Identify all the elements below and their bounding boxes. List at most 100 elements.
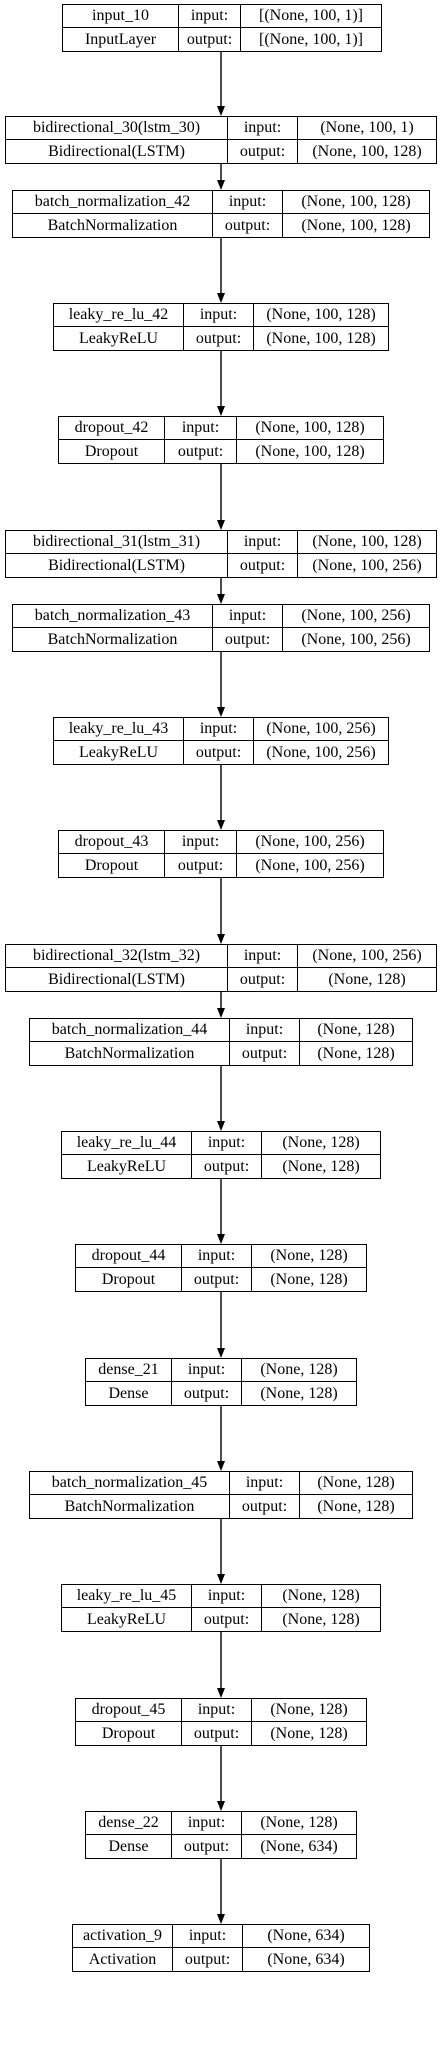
edge-arrowhead [217, 1574, 225, 1584]
output-label: output: [182, 1268, 252, 1291]
output-label: output: [172, 1835, 242, 1858]
output-label: output: [184, 741, 254, 764]
layer-name: input_10 [63, 5, 179, 28]
input-shape: (None, 128) [262, 1132, 380, 1155]
output-shape: (None, 128) [282, 1610, 360, 1628]
input-shape: (None, 100, 128) [254, 304, 388, 327]
layer-class: LeakyReLU [54, 327, 184, 350]
layer-class: LeakyReLU [62, 1608, 192, 1631]
output-shape: (None, 100, 256) [266, 743, 376, 761]
output-shape: (None, 100, 128) [301, 216, 411, 234]
input-label: input: [165, 831, 237, 854]
layer-name: leaky_re_lu_42 [54, 304, 184, 327]
output-label: output: [230, 1042, 300, 1065]
input-shape: (None, 128) [300, 1019, 412, 1042]
layer-name: dropout_44 [76, 1245, 182, 1268]
input-label: input: [184, 304, 254, 327]
output-label: output: [182, 1722, 252, 1745]
input-label: input: [192, 1585, 262, 1608]
output-shape: (None, 634) [260, 1837, 338, 1855]
output-shape: (None, 128) [260, 1384, 338, 1402]
input-label: input: [182, 1699, 252, 1722]
input-shape: (None, 100, 256) [237, 831, 383, 854]
output-shape: [(None, 100, 1)] [259, 30, 363, 48]
input-shape: (None, 100, 128) [298, 531, 436, 554]
output-label: output: [192, 1155, 262, 1178]
layer-class: BatchNormalization [30, 1042, 230, 1065]
edge-arrowhead [217, 820, 225, 830]
layer-class: LeakyReLU [62, 1155, 192, 1178]
input-shape: (None, 128) [300, 1472, 412, 1495]
input-label: input: [173, 1925, 243, 1948]
output-shape: (None, 128) [270, 1270, 348, 1288]
output-shape: (None, 100, 256) [312, 556, 422, 574]
layer-node: bidirectional_32(lstm_32)input:(None, 10… [5, 944, 437, 992]
layer-class: Bidirectional(LSTM) [6, 140, 228, 163]
output-label: output: [230, 1495, 300, 1518]
output-label: output: [179, 28, 241, 51]
layer-class: Bidirectional(LSTM) [6, 968, 228, 991]
layer-class: Dense [86, 1835, 172, 1858]
output-shape: (None, 128) [282, 1157, 360, 1175]
input-label: input: [230, 1019, 300, 1042]
layer-name: batch_normalization_43 [13, 605, 213, 628]
layer-name: dense_21 [86, 1359, 172, 1382]
layer-name: leaky_re_lu_45 [62, 1585, 192, 1608]
output-shape: (None, 100, 256) [255, 856, 365, 874]
layer-name: dense_22 [86, 1812, 172, 1835]
layer-class: BatchNormalization [13, 214, 213, 237]
input-shape: (None, 634) [243, 1925, 369, 1948]
layer-class: Activation [73, 1948, 173, 1971]
output-shape: (None, 128) [328, 970, 406, 988]
layer-class: InputLayer [63, 28, 179, 51]
edge-arrowhead [217, 293, 225, 303]
edge-arrowhead [217, 1801, 225, 1811]
input-shape: (None, 100, 1) [298, 117, 436, 140]
output-shape: (None, 100, 256) [301, 630, 411, 648]
input-label: input: [192, 1132, 262, 1155]
layer-name: bidirectional_32(lstm_32) [6, 945, 228, 968]
input-shape: (None, 100, 128) [283, 191, 429, 214]
output-label: output: [173, 1948, 243, 1971]
layer-class: Dropout [59, 440, 165, 463]
layer-node: bidirectional_31(lstm_31)input:(None, 10… [5, 530, 437, 578]
output-label: output: [213, 214, 283, 237]
layer-name: dropout_43 [59, 831, 165, 854]
output-shape: (None, 128) [317, 1044, 395, 1062]
layer-class: Dense [86, 1382, 172, 1405]
input-shape: [(None, 100, 1)] [241, 5, 381, 28]
layer-name: batch_normalization_45 [30, 1472, 230, 1495]
layer-name: activation_9 [73, 1925, 173, 1948]
input-label: input: [165, 417, 237, 440]
input-label: input: [182, 1245, 252, 1268]
input-label: input: [228, 945, 298, 968]
output-shape: (None, 100, 128) [266, 329, 376, 347]
layer-class: BatchNormalization [13, 628, 213, 651]
input-shape: (None, 128) [262, 1585, 380, 1608]
output-label: output: [165, 854, 237, 877]
layer-class: Bidirectional(LSTM) [6, 554, 228, 577]
input-label: input: [213, 191, 283, 214]
edge-arrowhead [217, 1461, 225, 1471]
output-label: output: [165, 440, 237, 463]
edge-arrowhead [217, 594, 225, 604]
layer-name: dropout_42 [59, 417, 165, 440]
output-label: output: [228, 140, 298, 163]
layer-node: bidirectional_30(lstm_30)input:(None, 10… [5, 116, 437, 164]
input-shape: (None, 100, 256) [254, 718, 388, 741]
input-shape: (None, 128) [242, 1812, 356, 1835]
layer-name: bidirectional_30(lstm_30) [6, 117, 228, 140]
input-shape: (None, 128) [252, 1245, 366, 1268]
input-label: input: [179, 5, 241, 28]
layer-class: Dropout [76, 1722, 182, 1745]
